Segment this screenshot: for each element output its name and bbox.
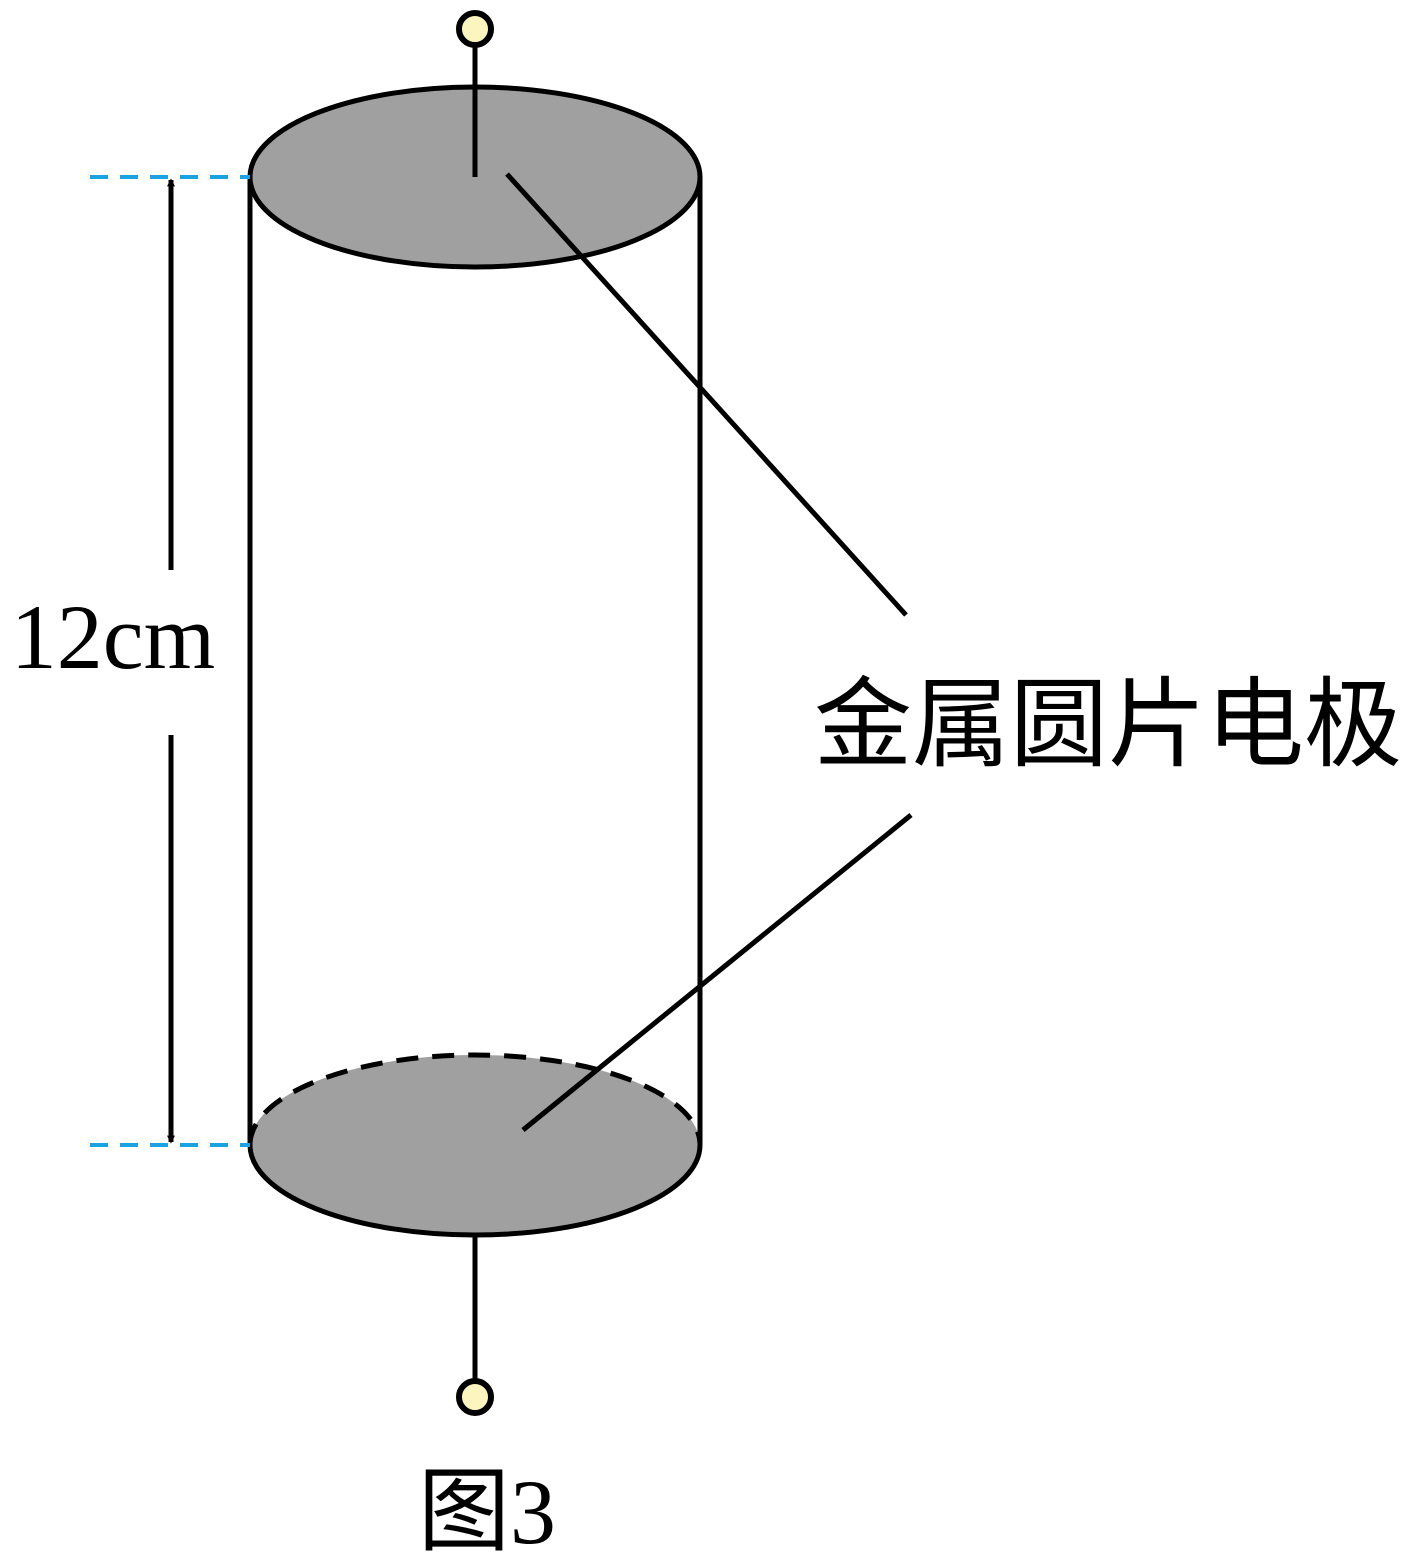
- figure-caption: 图3: [418, 1461, 556, 1562]
- height-label: 12cm: [11, 586, 215, 688]
- bottom-electrode-back-edge: [247, 1052, 703, 1146]
- bottom-electrode-disc: [250, 1055, 700, 1235]
- bottom-terminal: [456, 1378, 494, 1416]
- top-terminal: [456, 10, 494, 48]
- leader-line-top-electrode: [505, 172, 908, 617]
- bottom-electrode-front-edge: [247, 1144, 703, 1238]
- electrode-label: 金属圆片电极: [814, 672, 1402, 780]
- leader-line-bottom-electrode: [521, 813, 913, 1132]
